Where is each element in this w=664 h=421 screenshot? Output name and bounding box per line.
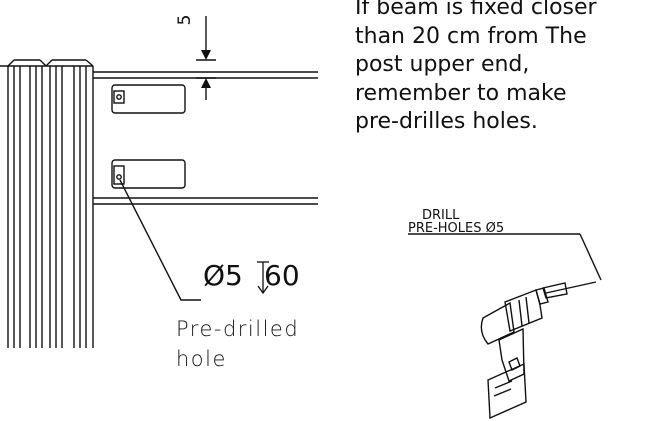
dimension-arrow-bottom	[201, 78, 211, 88]
drill-label-line1: DRILL	[422, 208, 460, 223]
hole-caption-line1: Pre-drilled	[176, 317, 299, 341]
drill-label-line2: PRE-HOLES Ø5	[408, 221, 504, 236]
hole-leader-line	[119, 179, 201, 301]
post	[0, 59, 94, 348]
installation-note: If beam is fixed closer than 20 cm from …	[355, 0, 597, 134]
beam-slot-upper	[111, 84, 186, 114]
hole-spec-depth: 60	[264, 259, 300, 292]
drill-illustration	[408, 233, 602, 420]
hole-spec-diameter: Ø5	[203, 259, 243, 292]
beam-slot-lower	[111, 159, 186, 189]
dimension-arrow-top	[201, 50, 211, 60]
hole-caption-line2: hole	[176, 347, 227, 371]
dimension-gap-value: 5	[175, 15, 195, 26]
depth-symbol-icon	[257, 261, 269, 295]
